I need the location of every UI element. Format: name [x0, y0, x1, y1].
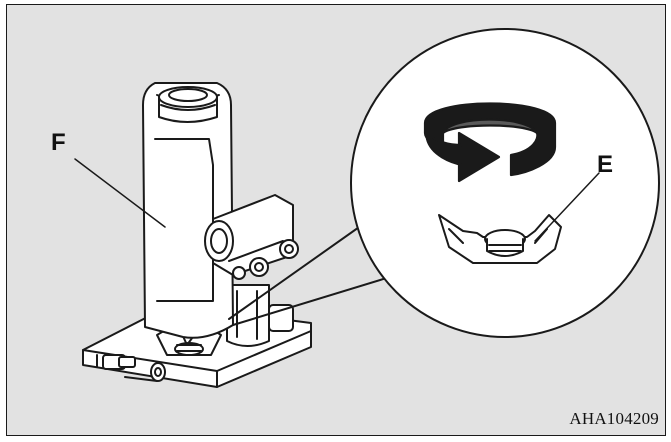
ram-top [159, 87, 217, 122]
callout-label-e: E [597, 153, 613, 177]
callout-label-f: F [51, 131, 66, 155]
figure-code: AHA104209 [569, 409, 659, 429]
bottle-jack-icon [83, 83, 311, 387]
illustration-art [7, 5, 666, 436]
detail-circle [351, 29, 659, 337]
illustration-panel: F E AHA104209 [6, 4, 666, 436]
